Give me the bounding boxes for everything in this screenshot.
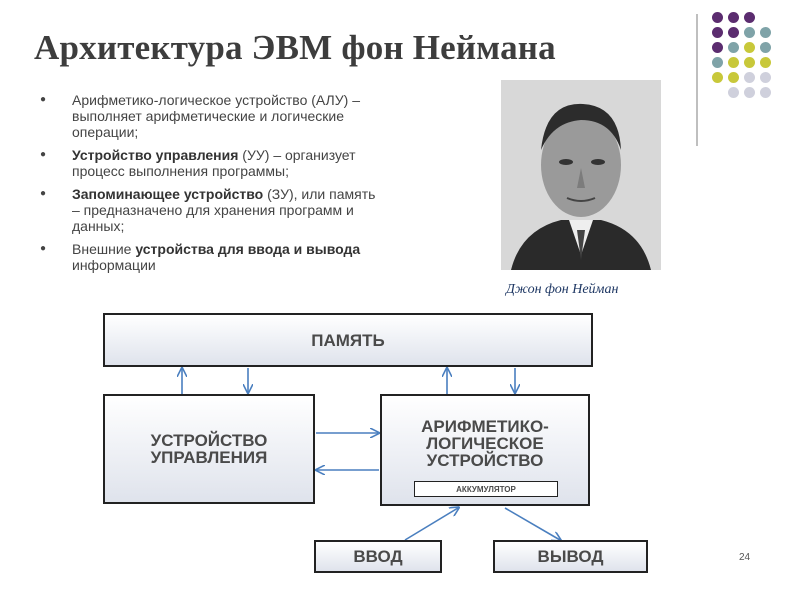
- bullet-text: информации: [72, 257, 156, 273]
- decorative-dot-icon: [712, 57, 723, 68]
- decorative-dot-grid: [712, 12, 772, 99]
- bullet-marker-icon: ●: [40, 243, 47, 254]
- bullet-marker-icon: ●: [40, 188, 47, 199]
- input-label: ВВОД: [353, 547, 403, 566]
- bullet-text: выполняет арифметические и логические: [72, 108, 345, 124]
- control-unit-label: УСТРОЙСТВО: [150, 431, 268, 450]
- alu-label: ЛОГИЧЕСКОЕ: [426, 434, 544, 453]
- bullet-text: процесс выполнения программы;: [72, 163, 289, 179]
- decorative-dot-icon: [728, 27, 739, 38]
- bullet-text: (ЗУ), или память: [263, 186, 376, 202]
- bullet-bold-term: устройства для ввода и вывода: [135, 241, 361, 257]
- memory-label: ПАМЯТЬ: [311, 330, 385, 350]
- decorative-dot-icon: [744, 27, 755, 38]
- bullet-marker-icon: ●: [40, 94, 47, 105]
- bullet-marker-icon: ●: [40, 149, 47, 160]
- page-number: 24: [739, 552, 751, 563]
- output-label: ВЫВОД: [537, 547, 604, 566]
- memory-block: ПАМЯТЬ: [103, 313, 593, 367]
- arrow-alu-to-output: [504, 507, 560, 540]
- bullet-list: ● Арифметико-логическое устройство (АЛУ)…: [40, 92, 452, 280]
- decorative-dot-icon: [744, 57, 755, 68]
- decorative-dot-icon: [728, 72, 739, 83]
- decorative-dot-icon: [760, 12, 771, 23]
- bullet-text: Арифметико-логическое устройство (АЛУ) –: [72, 92, 360, 108]
- accumulator-block: АККУМУЛЯТОР: [414, 481, 558, 497]
- bullet-item-control-unit: ● Устройство управления (УУ) – организуе…: [40, 147, 452, 179]
- bullet-text: – предназначено для хранения программ и: [72, 202, 354, 218]
- decorative-dot-icon: [744, 87, 755, 98]
- decorative-dot-icon: [744, 72, 755, 83]
- decorative-dot-icon: [760, 42, 771, 53]
- portrait-icon: [501, 80, 661, 270]
- bullet-item-io: ● Внешние устройства для ввода и вывода …: [40, 241, 452, 273]
- decorative-dot-icon: [760, 72, 771, 83]
- portrait-caption: Джон фон Нейман: [506, 282, 619, 297]
- bullet-bold-term: Запоминающее устройство: [72, 186, 264, 202]
- bullet-text: (УУ) – организует: [238, 147, 356, 163]
- decorative-dot-icon: [728, 57, 739, 68]
- decorative-dot-icon: [728, 12, 739, 23]
- alu-label: АРИФМЕТИКО-: [421, 417, 549, 436]
- decorative-dot-icon: [712, 72, 723, 83]
- decorative-dot-icon: [760, 57, 771, 68]
- output-block: ВЫВОД: [493, 540, 648, 573]
- input-block: ВВОД: [314, 540, 442, 573]
- accumulator-label: АККУМУЛЯТОР: [456, 484, 516, 494]
- decorative-dot-icon: [712, 87, 723, 98]
- control-unit-label: УПРАВЛЕНИЯ: [150, 448, 268, 467]
- arrow-input-to-alu: [404, 508, 458, 541]
- portrait-photo: [501, 80, 661, 270]
- decorative-dot-icon: [712, 42, 723, 53]
- control-unit-block: УСТРОЙСТВО УПРАВЛЕНИЯ: [103, 394, 315, 504]
- decorative-dot-icon: [744, 42, 755, 53]
- bullet-item-alu: ● Арифметико-логическое устройство (АЛУ)…: [40, 92, 452, 140]
- decorative-dot-icon: [744, 12, 755, 23]
- decorative-dot-icon: [728, 42, 739, 53]
- bullet-text: операции;: [72, 124, 139, 140]
- decorative-dot-icon: [760, 27, 771, 38]
- divider-line: [696, 14, 698, 146]
- bullet-text: данных;: [72, 218, 125, 234]
- decorative-dot-icon: [712, 27, 723, 38]
- bullet-bold-term: Устройство управления: [72, 147, 239, 163]
- slide-title: Архитектура ЭВМ фон Неймана: [34, 28, 556, 67]
- bullet-item-memory: ● Запоминающее устройство (ЗУ), или памя…: [40, 186, 452, 234]
- bullet-text: Внешние: [72, 241, 136, 257]
- alu-label: УСТРОЙСТВО: [426, 451, 544, 470]
- decorative-dot-icon: [712, 12, 723, 23]
- decorative-dot-icon: [728, 87, 739, 98]
- decorative-dot-icon: [760, 87, 771, 98]
